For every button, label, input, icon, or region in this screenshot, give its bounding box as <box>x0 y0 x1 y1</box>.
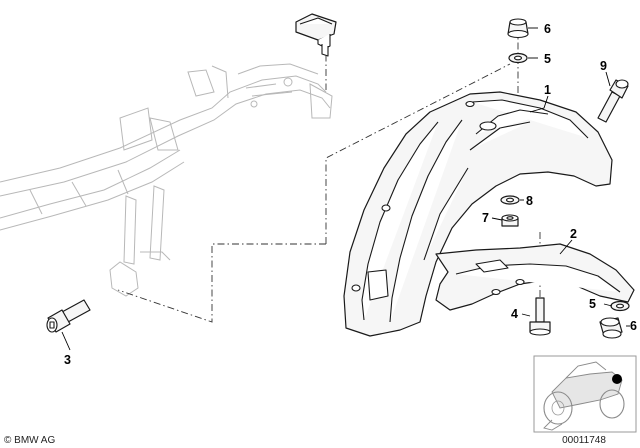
washer-right <box>610 300 630 312</box>
seat-bumper <box>295 13 337 57</box>
callout-7: 7 <box>482 211 489 225</box>
callout-6-right: 6 <box>630 319 637 333</box>
grommet-right <box>599 317 623 339</box>
splash-guard <box>435 243 635 311</box>
callout-2: 2 <box>570 227 577 241</box>
callout-8: 8 <box>526 194 533 208</box>
diagram-number: 00011748 <box>562 435 606 446</box>
spacer-middle <box>501 214 519 227</box>
callout-9: 9 <box>600 59 607 73</box>
callout-6-top: 6 <box>544 22 551 36</box>
callout-1: 1 <box>544 83 551 97</box>
callout-5-right: 5 <box>589 297 596 311</box>
socket-bolt-left <box>46 299 91 333</box>
grommet-top <box>507 18 529 39</box>
bushing-middle <box>500 195 520 205</box>
location-dot-icon <box>612 374 622 384</box>
copyright-text: © BMW AG <box>4 435 55 446</box>
rear-frame <box>0 63 333 297</box>
washer-top <box>508 52 528 64</box>
callout-4: 4 <box>511 307 518 321</box>
motorcycle-thumbnail <box>533 355 637 433</box>
hex-bolt <box>597 79 629 123</box>
callout-3: 3 <box>64 353 71 367</box>
callout-labels: 6 5 1 9 8 7 2 4 5 6 3 <box>64 22 637 367</box>
callout-5-top: 5 <box>544 52 551 66</box>
rear-mudguard <box>343 91 613 337</box>
leader-lines <box>61 27 630 351</box>
screw-bottom <box>529 297 551 336</box>
